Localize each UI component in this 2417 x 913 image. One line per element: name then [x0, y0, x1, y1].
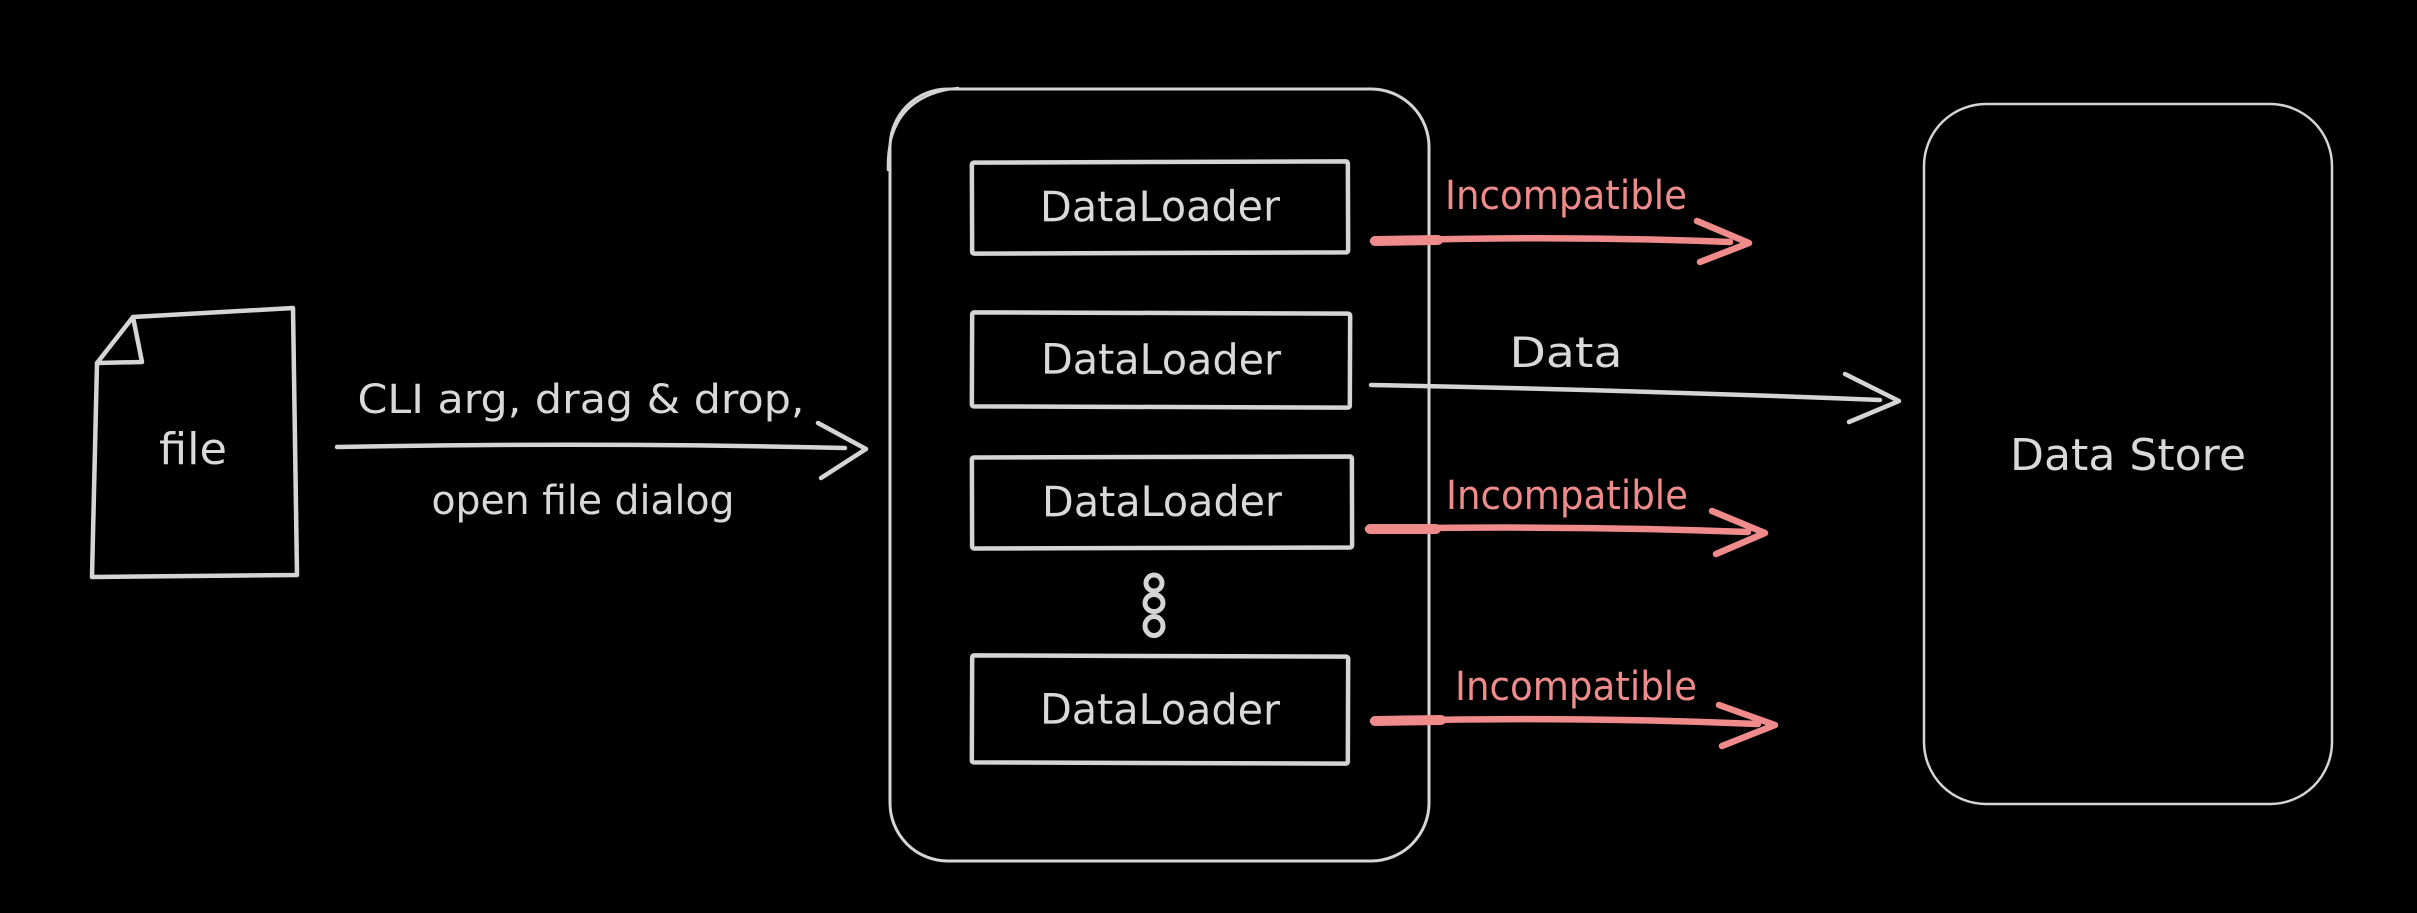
output-arrow-incompatible-3: Incompatible: [1369, 664, 1779, 750]
output-arrow-4-line: [1369, 715, 1762, 728]
dataloader-box-2: DataLoader: [969, 310, 1353, 410]
dataloader-label-4: DataLoader: [1040, 685, 1281, 735]
ellipsis-dot-3: [1142, 614, 1166, 638]
dataloader-box-4-outline: [969, 653, 1351, 766]
input-arrow-line: [334, 442, 848, 451]
dataloader-box-2-outline: [969, 310, 1353, 410]
ellipsis-dot-1: [1143, 572, 1165, 594]
loader-container-sketch-stroke: [886, 86, 960, 172]
output-arrow-1-head: [1693, 217, 1753, 266]
ellipsis-dot-2: [1142, 592, 1166, 614]
output-arrow-3-label: Incompatible: [1446, 473, 1688, 519]
dataloader-box-3-outline: [969, 454, 1355, 551]
data-store-node: Data Store: [1922, 102, 2334, 806]
output-arrow-2-label: Data: [1510, 328, 1623, 377]
output-arrow-data: Data: [1368, 328, 1902, 425]
dataloader-box-3: DataLoader: [969, 454, 1355, 551]
input-arrow-caption-line2: open file dialog: [432, 478, 735, 524]
output-arrow-incompatible-2: Incompatible: [1364, 473, 1769, 558]
output-arrow-4-head: [1715, 701, 1779, 750]
file-label: file: [159, 424, 227, 475]
output-arrow-3-line: [1364, 524, 1752, 536]
data-store-outline: [1922, 102, 2334, 806]
output-arrow-3-head: [1708, 507, 1769, 558]
output-arrow-incompatible-1: Incompatible: [1369, 173, 1753, 266]
data-store-label: Data Store: [2010, 430, 2246, 481]
file-shape-outline: [89, 305, 300, 580]
dataloader-label-3: DataLoader: [1042, 477, 1283, 527]
dataloader-box-1-outline: [969, 159, 1351, 256]
dataloader-box-4: DataLoader: [969, 653, 1351, 766]
dataloader-box-1: DataLoader: [969, 159, 1351, 256]
input-arrow-head: [815, 420, 869, 481]
output-arrow-2-line: [1368, 382, 1883, 403]
input-arrow-caption-line1: CLI arg, drag & drop,: [358, 377, 805, 423]
loader-container: DataLoader DataLoader DataLoader D: [886, 86, 1431, 863]
output-arrow-4-label: Incompatible: [1455, 664, 1697, 710]
more-loaders-ellipsis: [1142, 572, 1166, 638]
dataloader-label-2: DataLoader: [1041, 335, 1282, 385]
file-folded-corner: [94, 314, 145, 366]
input-arrow: CLI arg, drag & drop, open file dialog: [334, 377, 869, 524]
output-arrow-2-head: [1842, 371, 1902, 425]
dataloader-label-1: DataLoader: [1040, 182, 1281, 232]
file-node: file: [89, 305, 300, 580]
loader-container-outline: [888, 87, 1431, 863]
output-arrow-1-line: [1369, 234, 1734, 246]
output-arrow-1-label: Incompatible: [1445, 173, 1687, 219]
